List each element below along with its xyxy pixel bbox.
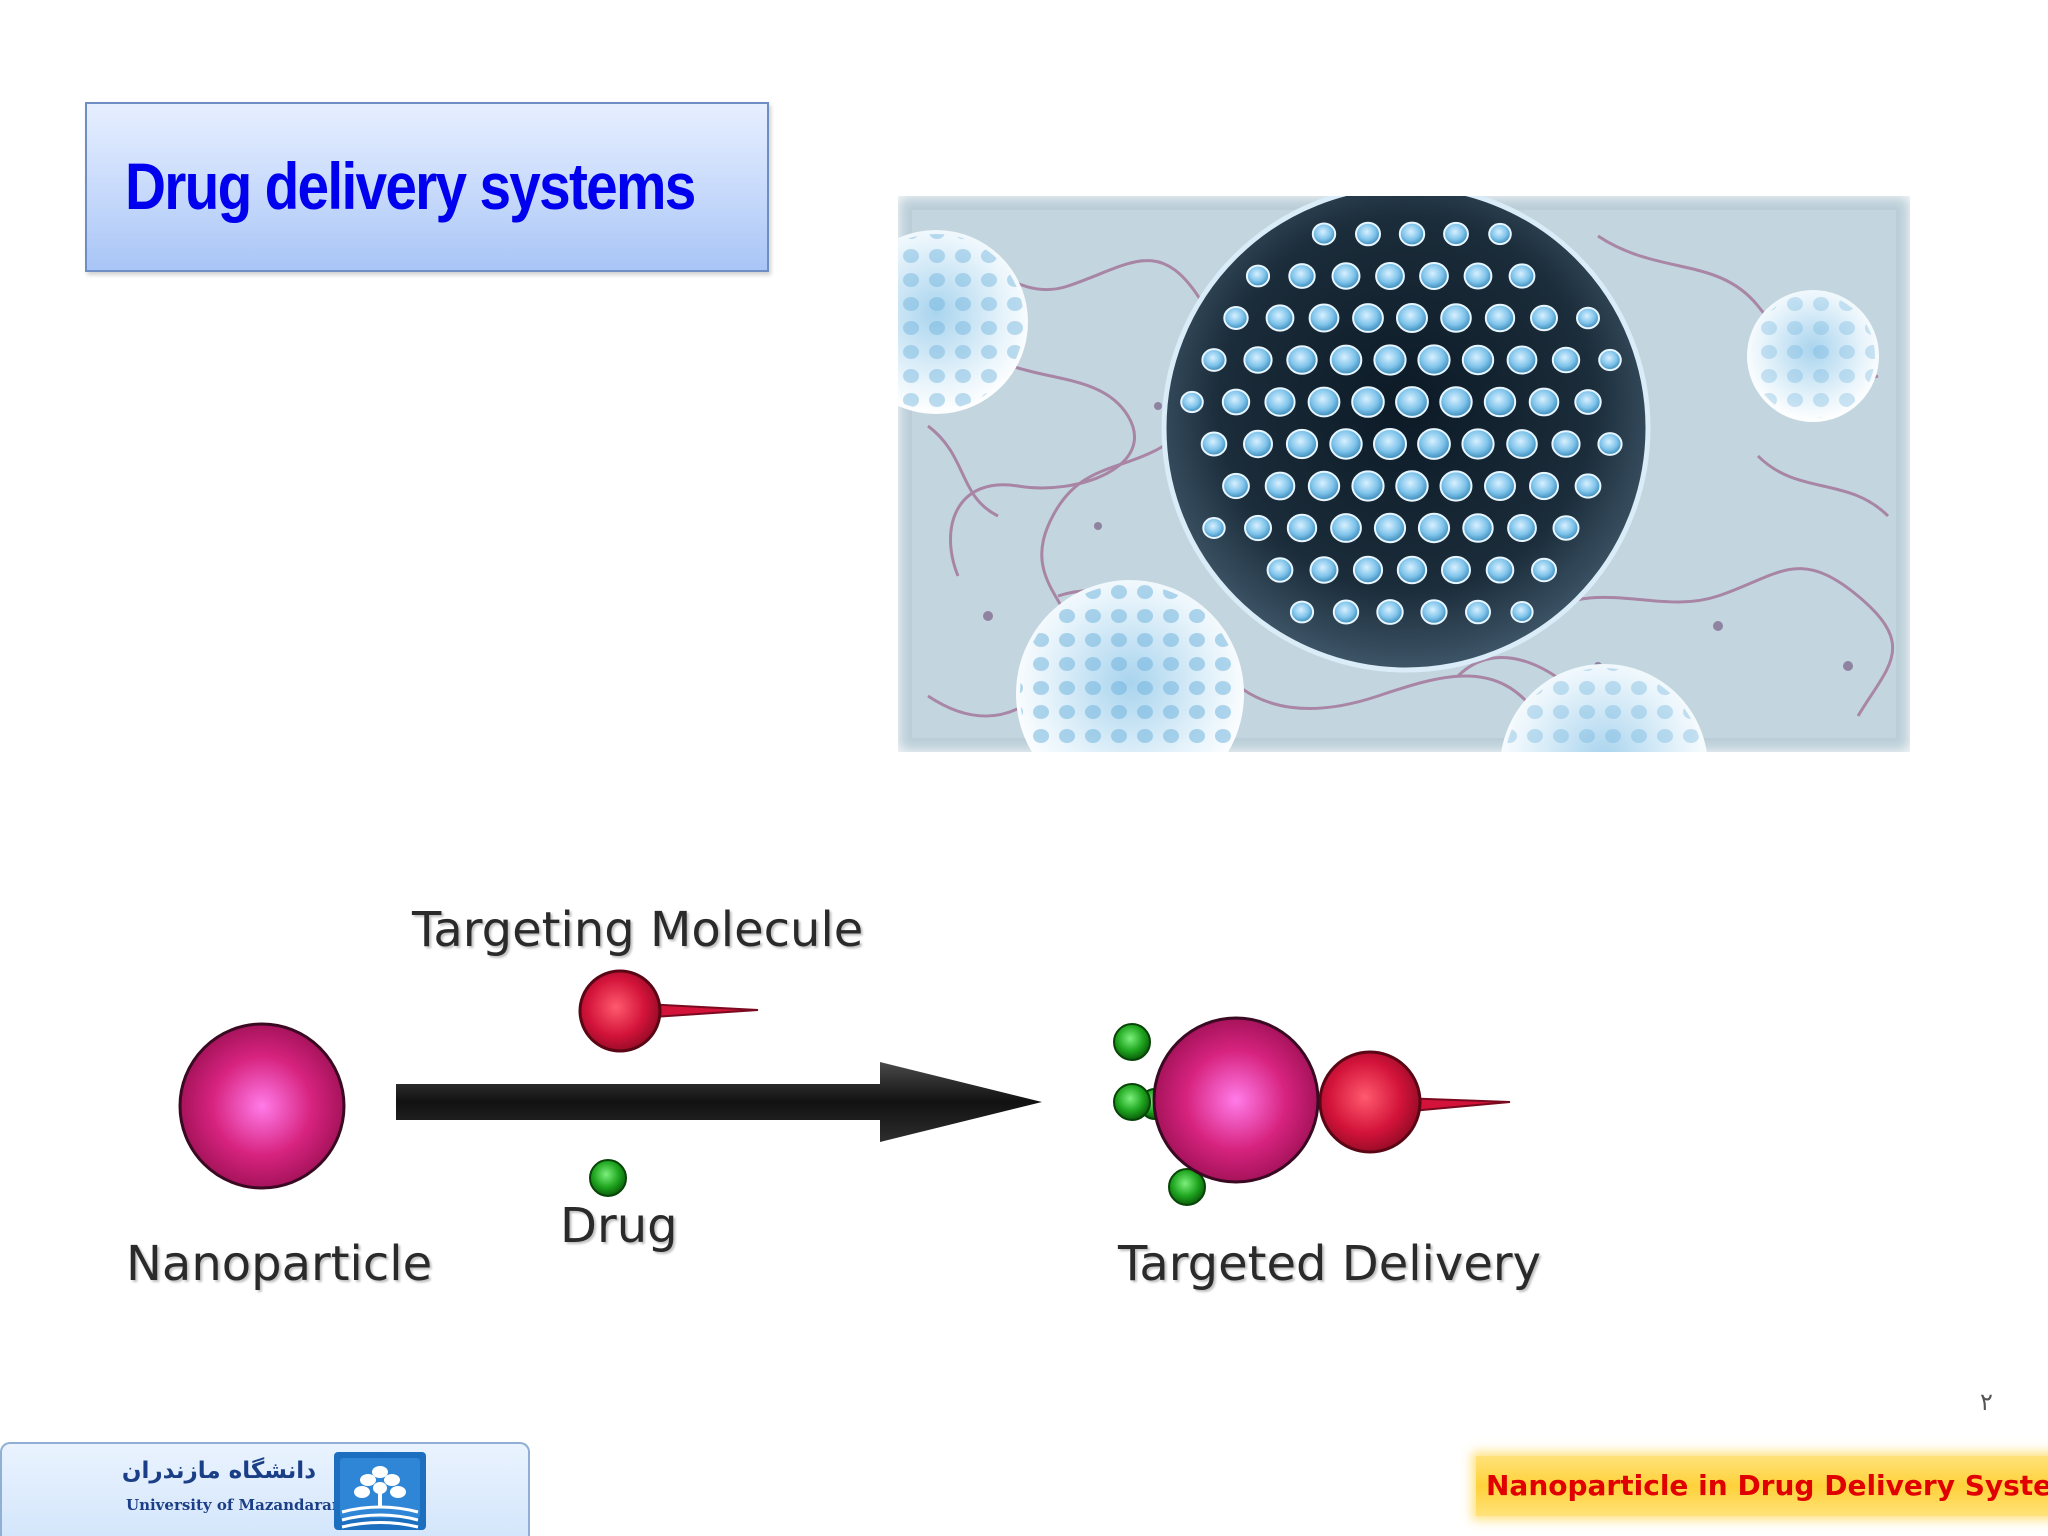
title-box: Drug delivery systems — [85, 102, 769, 272]
page-number: ۲ — [1980, 1388, 1993, 1416]
targeting-diagram — [178, 969, 1511, 1206]
nanoparticle-illustration-image — [898, 196, 1910, 752]
targeting-molecule-shape — [578, 969, 759, 1053]
footer-topic-tag: Nanoparticle in Drug Delivery System — [1476, 1456, 2048, 1516]
label-targeted-delivery: Targeted Delivery — [1118, 1236, 1541, 1292]
label-targeting-molecule: Targeting Molecule — [412, 902, 864, 958]
reaction-arrow — [396, 1062, 1042, 1142]
label-nanoparticle: Nanoparticle — [126, 1236, 433, 1292]
drug-particle — [589, 1159, 627, 1197]
university-logo: دانشگاه مازندران University of Mazandara… — [0, 1442, 530, 1536]
university-name-english: University of Mazandaran — [126, 1496, 343, 1514]
targeted-delivery-complex — [1113, 1016, 1511, 1206]
label-drug: Drug — [560, 1198, 678, 1254]
nanoparticle-sphere — [178, 1022, 346, 1190]
university-emblem-icon — [334, 1452, 426, 1530]
slide-title: Drug delivery systems — [125, 149, 696, 223]
university-name-persian: دانشگاه مازندران — [121, 1458, 316, 1484]
